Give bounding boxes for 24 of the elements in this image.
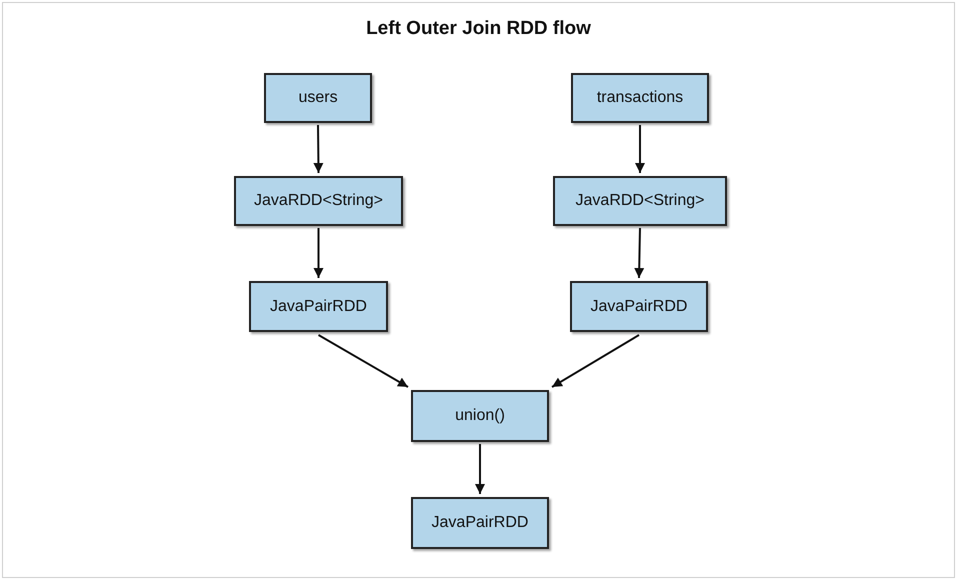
box-label: transactions <box>596 89 684 107</box>
process-box <box>411 497 549 549</box>
arrow <box>475 444 485 494</box>
process-box <box>570 281 708 332</box>
box-label: users <box>298 89 338 107</box>
process-box <box>571 73 709 123</box>
diagram-title: Left Outer Join RDD flow <box>365 18 592 40</box>
process-box <box>249 281 388 332</box>
arrow <box>634 228 644 278</box>
box-label: JavaRDD<String> <box>254 192 383 210</box>
box-label: JavaPairRDD <box>432 514 528 532</box>
process-box <box>264 73 372 123</box>
box-label: JavaPairRDD <box>270 298 367 316</box>
process-box <box>234 176 403 226</box>
arrow <box>551 334 640 388</box>
box-label: JavaRDD<String> <box>576 192 704 210</box>
box-label: union() <box>455 407 505 425</box>
arrow <box>635 125 645 173</box>
arrow <box>313 124 324 174</box>
box-label: JavaPairRDD <box>590 298 688 316</box>
process-box <box>411 390 549 442</box>
process-box <box>553 176 727 226</box>
arrow <box>314 228 324 278</box>
arrow <box>318 334 408 388</box>
